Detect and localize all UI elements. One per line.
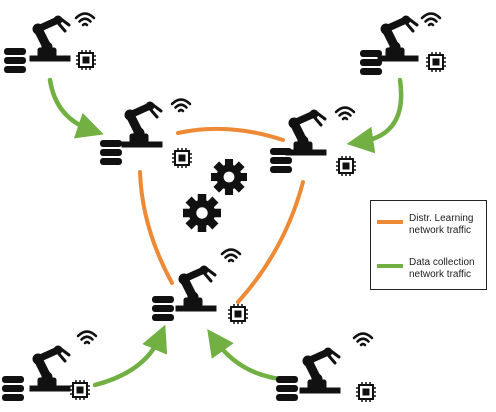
robot-arm-icon: [300, 348, 340, 393]
robot-arm-icon: [378, 16, 418, 61]
robot-station-top-right: [360, 12, 447, 75]
link-right-bottom: [236, 180, 305, 304]
robot-arm-icon: [176, 266, 216, 311]
arrow-topleft-to-left: [47, 77, 104, 139]
link-left-bottom: [138, 170, 174, 285]
robot-station-top-left: [4, 12, 97, 73]
database-icon: [4, 48, 26, 73]
database-icon: [152, 296, 174, 321]
chip-icon: [355, 381, 377, 403]
arrow-topright-to-right: [346, 77, 404, 154]
chip-icon: [425, 51, 447, 73]
database-icon: [276, 376, 298, 401]
database-icon: [2, 376, 24, 401]
chip-icon: [75, 49, 97, 71]
database-icon: [360, 50, 382, 75]
chip-icon: [227, 303, 249, 325]
chip-icon: [335, 155, 357, 177]
link-left-right: [176, 126, 285, 142]
robot-station-bottom: [152, 248, 249, 325]
legend-swatch-green: [377, 264, 403, 268]
chip-icon: [69, 379, 91, 401]
robot-arm-icon: [30, 346, 70, 391]
robot-station-bottom-right: [276, 332, 377, 403]
gear-icon: [183, 159, 247, 232]
arrow-bottomright-to-bottom: [207, 328, 295, 383]
robot-arm-icon: [122, 102, 162, 147]
wifi-icon: [220, 248, 242, 263]
robot-station-bottom-left: [2, 330, 98, 401]
legend-swatch-orange: [377, 220, 403, 224]
legend: Distr. Learning network traffic Data col…: [370, 200, 487, 290]
data-collection-links: [47, 77, 404, 388]
wifi-icon: [76, 330, 98, 345]
wifi-icon: [170, 98, 192, 113]
wifi-icon: [334, 106, 356, 121]
wifi-icon: [74, 12, 96, 27]
wifi-icon: [352, 332, 374, 347]
chip-icon: [171, 147, 193, 169]
arrow-bottomleft-to-bottom: [92, 324, 168, 388]
database-icon: [100, 140, 122, 165]
robot-arm-icon: [286, 110, 326, 155]
wifi-icon: [420, 12, 442, 27]
robot-arm-icon: [30, 16, 70, 61]
database-icon: [270, 148, 292, 173]
legend-label: Distr. Learning network traffic: [409, 213, 474, 236]
distributed-learning-links: [138, 126, 305, 304]
legend-label: Data collection network traffic: [409, 257, 475, 280]
